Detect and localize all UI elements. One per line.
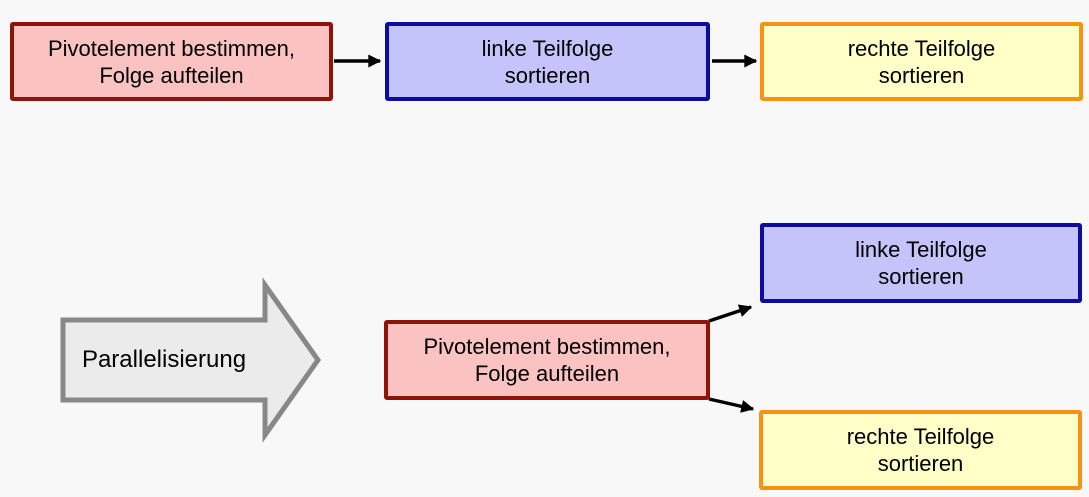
seq-node-pivot: Pivotelement bestimmen, Folge aufteilen [10, 22, 333, 101]
par-node-pivot-line1: Pivotelement bestimmen, [423, 334, 671, 359]
seq-node-right-line1: rechte Teilfolge [847, 35, 996, 61]
par-node-right-line1: rechte Teilfolge [846, 424, 995, 449]
par-node-pivot-line2: Folge aufteilen [474, 361, 620, 386]
seq-node-left-line1: linke Teilfolge [481, 35, 614, 61]
par-node-pivot: Pivotelement bestimmen, Folge aufteilen [384, 320, 710, 400]
par-node-right-line2: sortieren [877, 451, 964, 476]
par-node-left-line1: linke Teilfolge [855, 237, 987, 262]
seq-node-pivot-line1: Pivotelement bestimmen, [48, 35, 295, 61]
seq-node-left-line2: sortieren [504, 62, 591, 88]
seq-node-right-subsequence: rechte Teilfolge sortieren [760, 22, 1083, 101]
connector-arrow-fork-down [708, 397, 755, 413]
parallelisierung-label: Parallelisierung [81, 346, 247, 373]
par-node-right-subsequence: rechte Teilfolge sortieren [759, 410, 1082, 490]
seq-node-right-line2: sortieren [878, 62, 965, 88]
seq-node-pivot-line2: Folge aufteilen [99, 62, 244, 88]
connector-arrow-fork-up [708, 304, 753, 323]
seq-node-left-subsequence: linke Teilfolge sortieren [385, 22, 710, 101]
par-node-left-line2: sortieren [878, 264, 964, 289]
par-node-left-subsequence: linke Teilfolge sortieren [760, 223, 1082, 303]
